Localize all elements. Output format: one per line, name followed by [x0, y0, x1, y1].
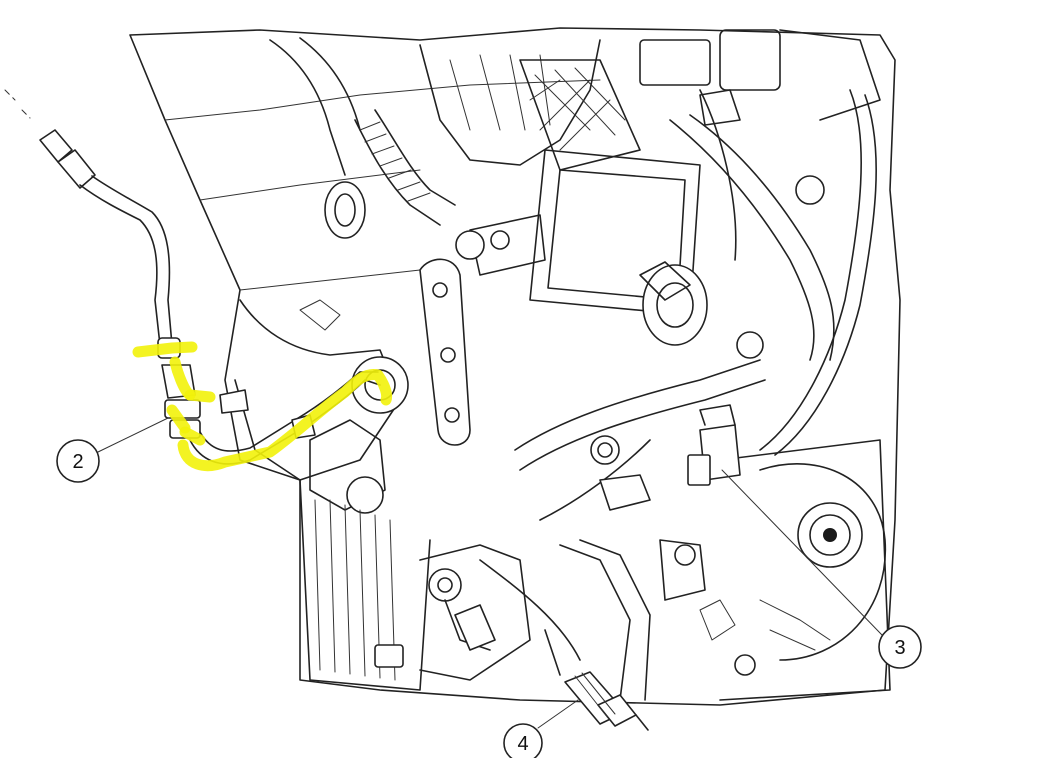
lifting-bracket — [419, 258, 471, 446]
callout-4-label: 4 — [517, 733, 528, 755]
intake-manifold — [269, 29, 881, 176]
coil-connectors — [639, 89, 825, 359]
lower-block — [299, 479, 531, 691]
engine-outline — [129, 27, 901, 706]
wiring-harness — [669, 89, 877, 456]
spark-plug-item-4 — [544, 629, 649, 731]
callout-4: 4 — [503, 723, 543, 758]
callout-leaders — [97, 417, 883, 729]
highlight-pipe-2 — [132, 341, 393, 472]
corrugated-hose — [324, 109, 456, 239]
center-harness — [479, 359, 766, 701]
callout-2-label: 2 — [72, 451, 83, 473]
sensor-item-3 — [687, 404, 741, 486]
callout-2: 2 — [56, 439, 100, 483]
callout-3: 3 — [878, 625, 922, 669]
callout-3-label: 3 — [894, 637, 905, 659]
flywheel-housing — [699, 439, 891, 701]
